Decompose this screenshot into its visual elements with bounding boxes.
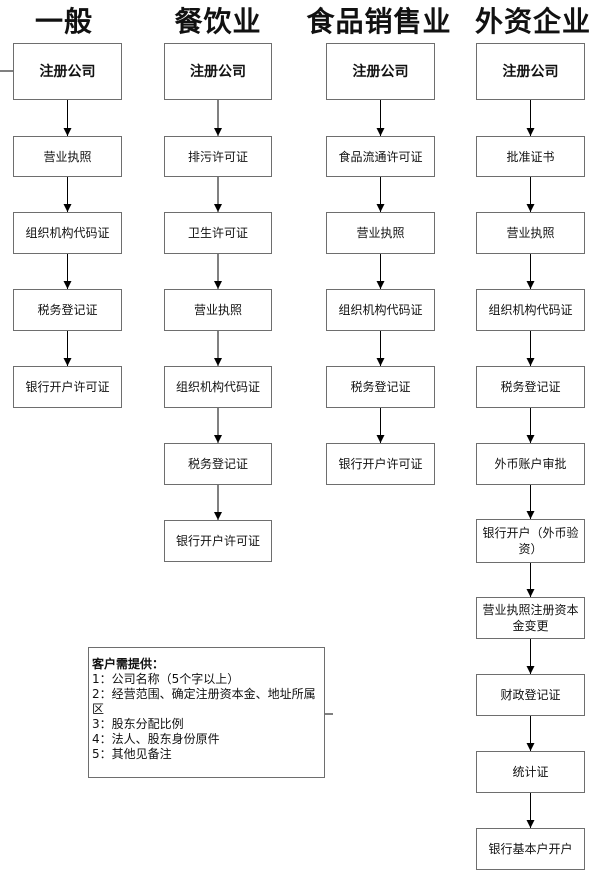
foreign-step-tax-registration: 税务登记证	[476, 366, 585, 408]
foreign-step-business-license: 营业执照	[476, 212, 585, 254]
catering-step-org-code-cert: 组织机构代码证	[164, 366, 272, 408]
catering-step-business-license: 营业执照	[164, 289, 272, 331]
foreign-step-basic-bank-account: 银行基本户开户	[476, 828, 585, 870]
note-title: 客户需提供：	[92, 657, 165, 671]
food-sales-step-business-license: 营业执照	[326, 212, 435, 254]
catering-step-register-company: 注册公司	[164, 43, 272, 100]
general-step-org-code-cert: 组织机构代码证	[13, 212, 122, 254]
note-item: 1：公司名称（5个字以上）	[92, 672, 240, 686]
general-step-bank-account-permit: 银行开户许可证	[13, 366, 122, 408]
foreign-step-fx-account-approval: 外币账户审批	[476, 443, 585, 485]
column-title-catering: 餐饮业	[174, 5, 262, 38]
foreign-step-bank-account-fx-capital-check: 银行开户（外币验资）	[476, 519, 585, 563]
general-step-tax-registration: 税务登记证	[13, 289, 122, 331]
client-requirements-note: 客户需提供： 1：公司名称（5个字以上） 2：经营范围、确定注册资本金、地址所属…	[88, 647, 325, 778]
note-item: 2：经营范围、确定注册资本金、地址所属区	[92, 687, 316, 716]
column-title-food-sales: 食品销售业	[306, 5, 452, 38]
food-sales-step-tax-registration: 税务登记证	[326, 366, 435, 408]
general-step-register-company: 注册公司	[13, 43, 122, 100]
catering-step-bank-account-permit: 银行开户许可证	[164, 520, 272, 562]
note-item: 5：其他见备注	[92, 747, 172, 761]
food-sales-step-register-company: 注册公司	[326, 43, 435, 100]
general-step-business-license: 营业执照	[13, 136, 122, 177]
foreign-step-statistics-certificate: 统计证	[476, 751, 585, 793]
foreign-step-finance-registration: 财政登记证	[476, 674, 585, 716]
catering-step-discharge-permit: 排污许可证	[164, 136, 272, 177]
note-item: 4：法人、股东身份原件	[92, 732, 220, 746]
column-title-foreign-enterprise: 外资企业	[474, 5, 591, 38]
foreign-step-register-company: 注册公司	[476, 43, 585, 100]
food-sales-step-food-circulation-permit: 食品流通许可证	[326, 136, 435, 177]
foreign-step-org-code-cert: 组织机构代码证	[476, 289, 585, 331]
note-item: 3：股东分配比例	[92, 717, 184, 731]
foreign-step-license-capital-change: 营业执照注册资本金变更	[476, 597, 585, 639]
catering-step-health-permit: 卫生许可证	[164, 212, 272, 254]
catering-step-tax-registration: 税务登记证	[164, 443, 272, 485]
column-title-general: 一般	[34, 5, 93, 38]
food-sales-step-bank-account-permit: 银行开户许可证	[326, 443, 435, 485]
food-sales-step-org-code-cert: 组织机构代码证	[326, 289, 435, 331]
foreign-step-approval-certificate: 批准证书	[476, 136, 585, 177]
